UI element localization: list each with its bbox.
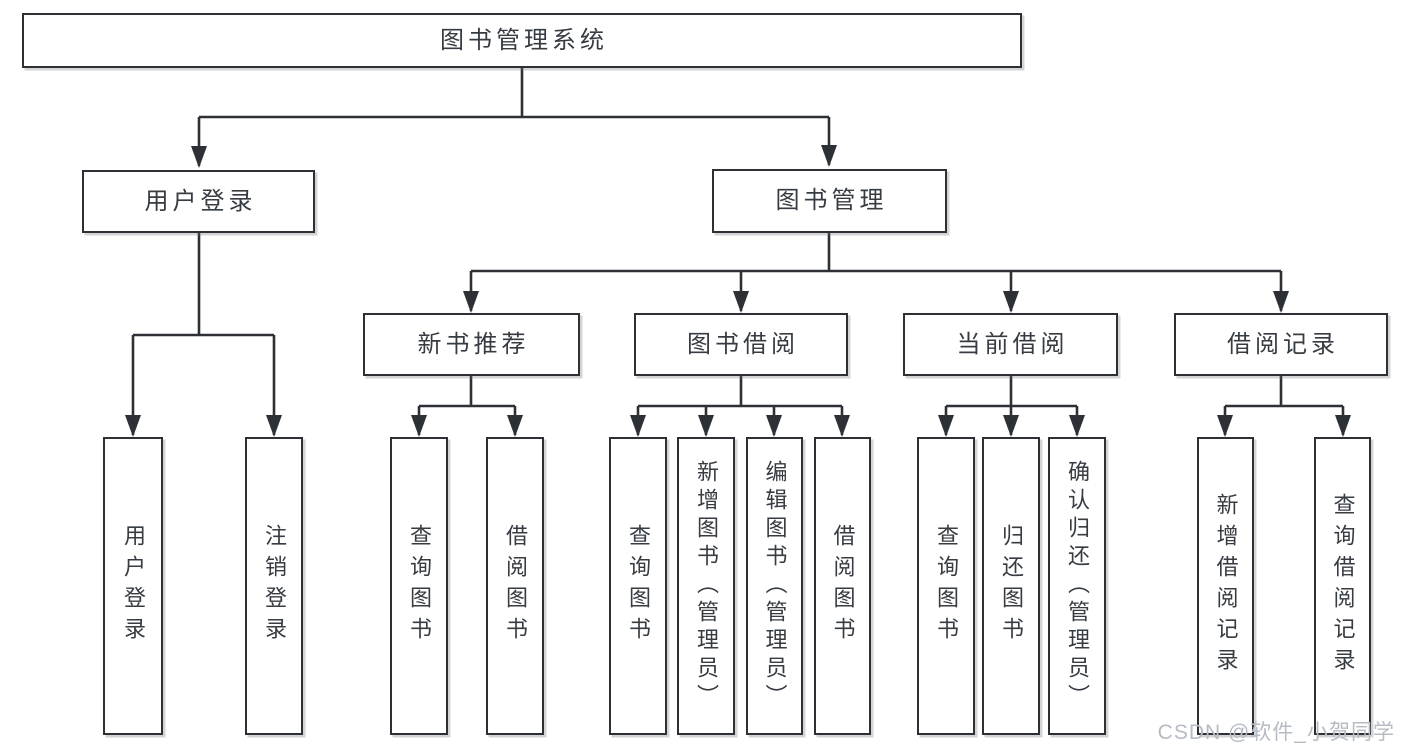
leaf-newbook-query-books: 查询图书	[390, 437, 448, 735]
node-library-system: 图书管理系统	[22, 13, 1022, 68]
leaf-record-query: 查询借阅记录	[1314, 437, 1371, 735]
node-book-borrow: 图书借阅	[634, 313, 848, 376]
wire-root	[199, 68, 829, 119]
wire-new-book	[419, 376, 515, 408]
node-user-login: 用户登录	[82, 170, 315, 233]
leaf-current-return-books: 归还图书	[982, 437, 1040, 735]
leaf-user-login: 用户登录	[103, 437, 163, 735]
leaf-current-confirm-return-admin: 确认归还（管理员）	[1048, 437, 1106, 735]
wire-book-mgmt	[471, 233, 1281, 273]
node-borrow-record: 借阅记录	[1174, 313, 1388, 376]
leaf-borrow-edit-books-admin: 编辑图书（管理员）	[746, 437, 803, 735]
wire-borrow-record	[1225, 376, 1343, 408]
node-current-borrow: 当前借阅	[903, 313, 1118, 376]
leaf-borrow-query-books: 查询图书	[609, 437, 667, 735]
leaf-current-query-books: 查询图书	[917, 437, 975, 735]
leaf-borrow-borrow-books: 借阅图书	[814, 437, 871, 735]
leaf-newbook-borrow-books: 借阅图书	[486, 437, 544, 735]
wire-user-login	[133, 233, 274, 337]
leaf-record-add: 新增借阅记录	[1197, 437, 1254, 735]
node-new-book-recommend: 新书推荐	[363, 313, 580, 376]
watermark: CSDN @软件_小贺同学	[1157, 721, 1395, 744]
leaf-logout: 注销登录	[245, 437, 303, 735]
node-book-management: 图书管理	[712, 169, 947, 233]
leaf-borrow-add-books-admin: 新增图书（管理员）	[677, 437, 735, 735]
wire-book-borrow	[638, 376, 842, 408]
wire-current-borrow	[946, 376, 1077, 408]
